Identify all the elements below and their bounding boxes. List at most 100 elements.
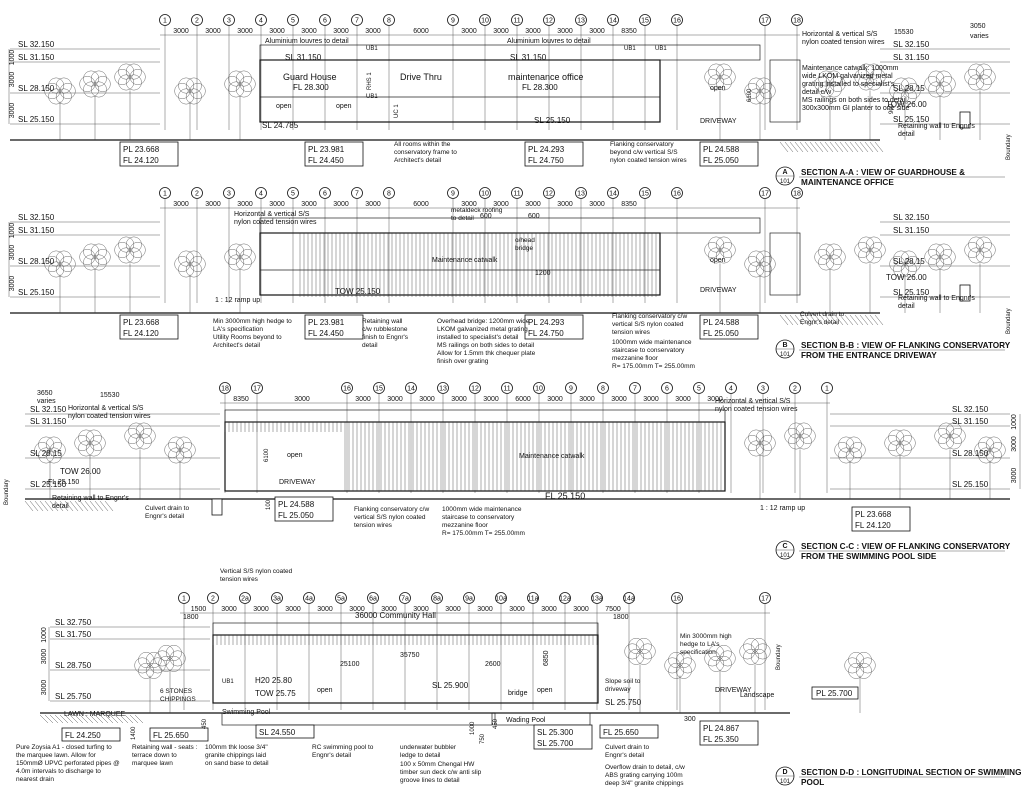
note: Horizontal & vertical S/S bbox=[802, 31, 878, 38]
note: 1400 bbox=[131, 726, 137, 740]
note: nylon coated tension wires bbox=[610, 157, 687, 164]
note: timber sun deck c/w anti slip bbox=[400, 769, 482, 776]
note: Boundary bbox=[1006, 134, 1012, 160]
soil-hatch bbox=[874, 141, 884, 153]
soil-hatch bbox=[89, 714, 99, 724]
tree-canopy bbox=[975, 236, 992, 253]
tree-canopy bbox=[138, 662, 155, 679]
soil-hatch bbox=[794, 141, 804, 153]
tree-canopy bbox=[858, 63, 875, 80]
level-right: SL 25.150 bbox=[893, 288, 930, 297]
note: SL 25.900 bbox=[432, 681, 469, 690]
tree-canopy bbox=[55, 77, 72, 94]
level-right: SL 31.150 bbox=[893, 226, 930, 235]
room-name: maintenance office bbox=[508, 72, 583, 82]
tree-canopy bbox=[825, 254, 842, 271]
grid-bubble bbox=[511, 14, 523, 26]
note: UC 1 bbox=[394, 104, 400, 118]
note: Maintenance catwalk: 1000mm bbox=[802, 65, 899, 72]
soil-hatch bbox=[834, 141, 844, 153]
dimension: 3000 bbox=[483, 396, 499, 403]
note: 35750 bbox=[400, 652, 420, 659]
tree-canopy bbox=[154, 650, 171, 667]
note: Boundary bbox=[1006, 308, 1012, 334]
grid-bubble bbox=[383, 187, 395, 199]
tree-canopy bbox=[45, 447, 62, 464]
tree-canopy bbox=[938, 433, 955, 450]
level-box bbox=[61, 727, 121, 742]
note: 1000 bbox=[470, 721, 476, 735]
dimension: 3000 bbox=[451, 396, 467, 403]
tree-canopy bbox=[175, 447, 192, 464]
note: detail bbox=[52, 503, 69, 510]
tree-canopy bbox=[849, 442, 866, 458]
tree-canopy bbox=[748, 261, 765, 278]
note: varies bbox=[37, 398, 56, 405]
soil-hatch bbox=[839, 141, 849, 153]
tree-canopy bbox=[78, 429, 95, 446]
grid-label: 4 bbox=[259, 18, 263, 25]
room-name: Guard House bbox=[283, 72, 337, 82]
tree-canopy bbox=[85, 429, 102, 446]
soil-hatch bbox=[109, 714, 119, 724]
soil-hatch bbox=[824, 141, 834, 153]
grid-label: 7 bbox=[633, 386, 637, 393]
dimension: 3000 bbox=[461, 201, 477, 208]
tree-canopy bbox=[228, 254, 245, 271]
note: Landscape bbox=[740, 692, 774, 699]
tree-canopy bbox=[235, 81, 252, 98]
roof-band bbox=[212, 622, 599, 636]
pl-value: PL 24.588 bbox=[703, 318, 740, 327]
grid-label: 17 bbox=[761, 596, 769, 603]
tree-canopy bbox=[90, 81, 107, 98]
pl-value: PL 23.668 bbox=[123, 145, 160, 154]
tree-canopy bbox=[893, 88, 910, 105]
grid-label: 6 bbox=[665, 386, 669, 393]
dimension: 6000 bbox=[413, 201, 429, 208]
tree-canopy bbox=[979, 242, 996, 258]
grid-bubble bbox=[159, 187, 171, 199]
catwalk-frame bbox=[769, 232, 801, 296]
dimension: 3000 bbox=[611, 396, 627, 403]
tree-canopy bbox=[168, 436, 185, 453]
tree-canopy bbox=[124, 428, 141, 444]
note: 1800 bbox=[183, 614, 199, 621]
note: Boundary bbox=[4, 479, 10, 505]
grid-bubble bbox=[223, 187, 235, 199]
note: o/head bbox=[515, 237, 535, 244]
culvert-drain bbox=[959, 284, 971, 302]
tree bbox=[114, 63, 146, 91]
note: 1800 bbox=[613, 614, 629, 621]
note: tension wires bbox=[612, 329, 651, 336]
grid-bubble bbox=[383, 14, 395, 26]
tree-canopy bbox=[135, 422, 152, 439]
grid-label: 5 bbox=[291, 18, 295, 25]
soil-hatch bbox=[104, 500, 114, 512]
dimension: 3000 bbox=[317, 606, 333, 613]
dimension: 3000 bbox=[173, 28, 189, 35]
tree-canopy bbox=[928, 254, 945, 271]
note: FL 25.150 bbox=[48, 479, 79, 486]
dimension: 3000 bbox=[387, 396, 403, 403]
tree-canopy bbox=[814, 249, 831, 265]
grid-label: 15 bbox=[641, 18, 649, 25]
tree-canopy bbox=[893, 250, 910, 267]
tree-canopy bbox=[185, 77, 202, 94]
section-title: SECTION A-A : VIEW OF GUARDHOUSE & bbox=[801, 168, 965, 177]
soil-hatch bbox=[809, 141, 819, 153]
note: the marquee lawn. Allow for bbox=[16, 752, 97, 759]
grid-bubble bbox=[543, 14, 555, 26]
note: R= 175.00mm T= 255.00mm bbox=[442, 530, 525, 537]
soil-hatch bbox=[49, 714, 59, 724]
level-box bbox=[533, 724, 593, 750]
section-title-2: POOL bbox=[801, 778, 824, 787]
note: underwater bubbler bbox=[400, 744, 457, 751]
note: staircase to conservatory bbox=[442, 514, 515, 521]
note: 450 bbox=[202, 718, 208, 729]
vertical-dimension: 3000 bbox=[41, 649, 48, 665]
level-left: SL 32.150 bbox=[18, 213, 55, 222]
soil-hatch bbox=[44, 500, 54, 512]
swimming-pool bbox=[221, 712, 493, 726]
grid-label: 2a bbox=[241, 596, 249, 603]
tree-canopy bbox=[939, 249, 956, 265]
